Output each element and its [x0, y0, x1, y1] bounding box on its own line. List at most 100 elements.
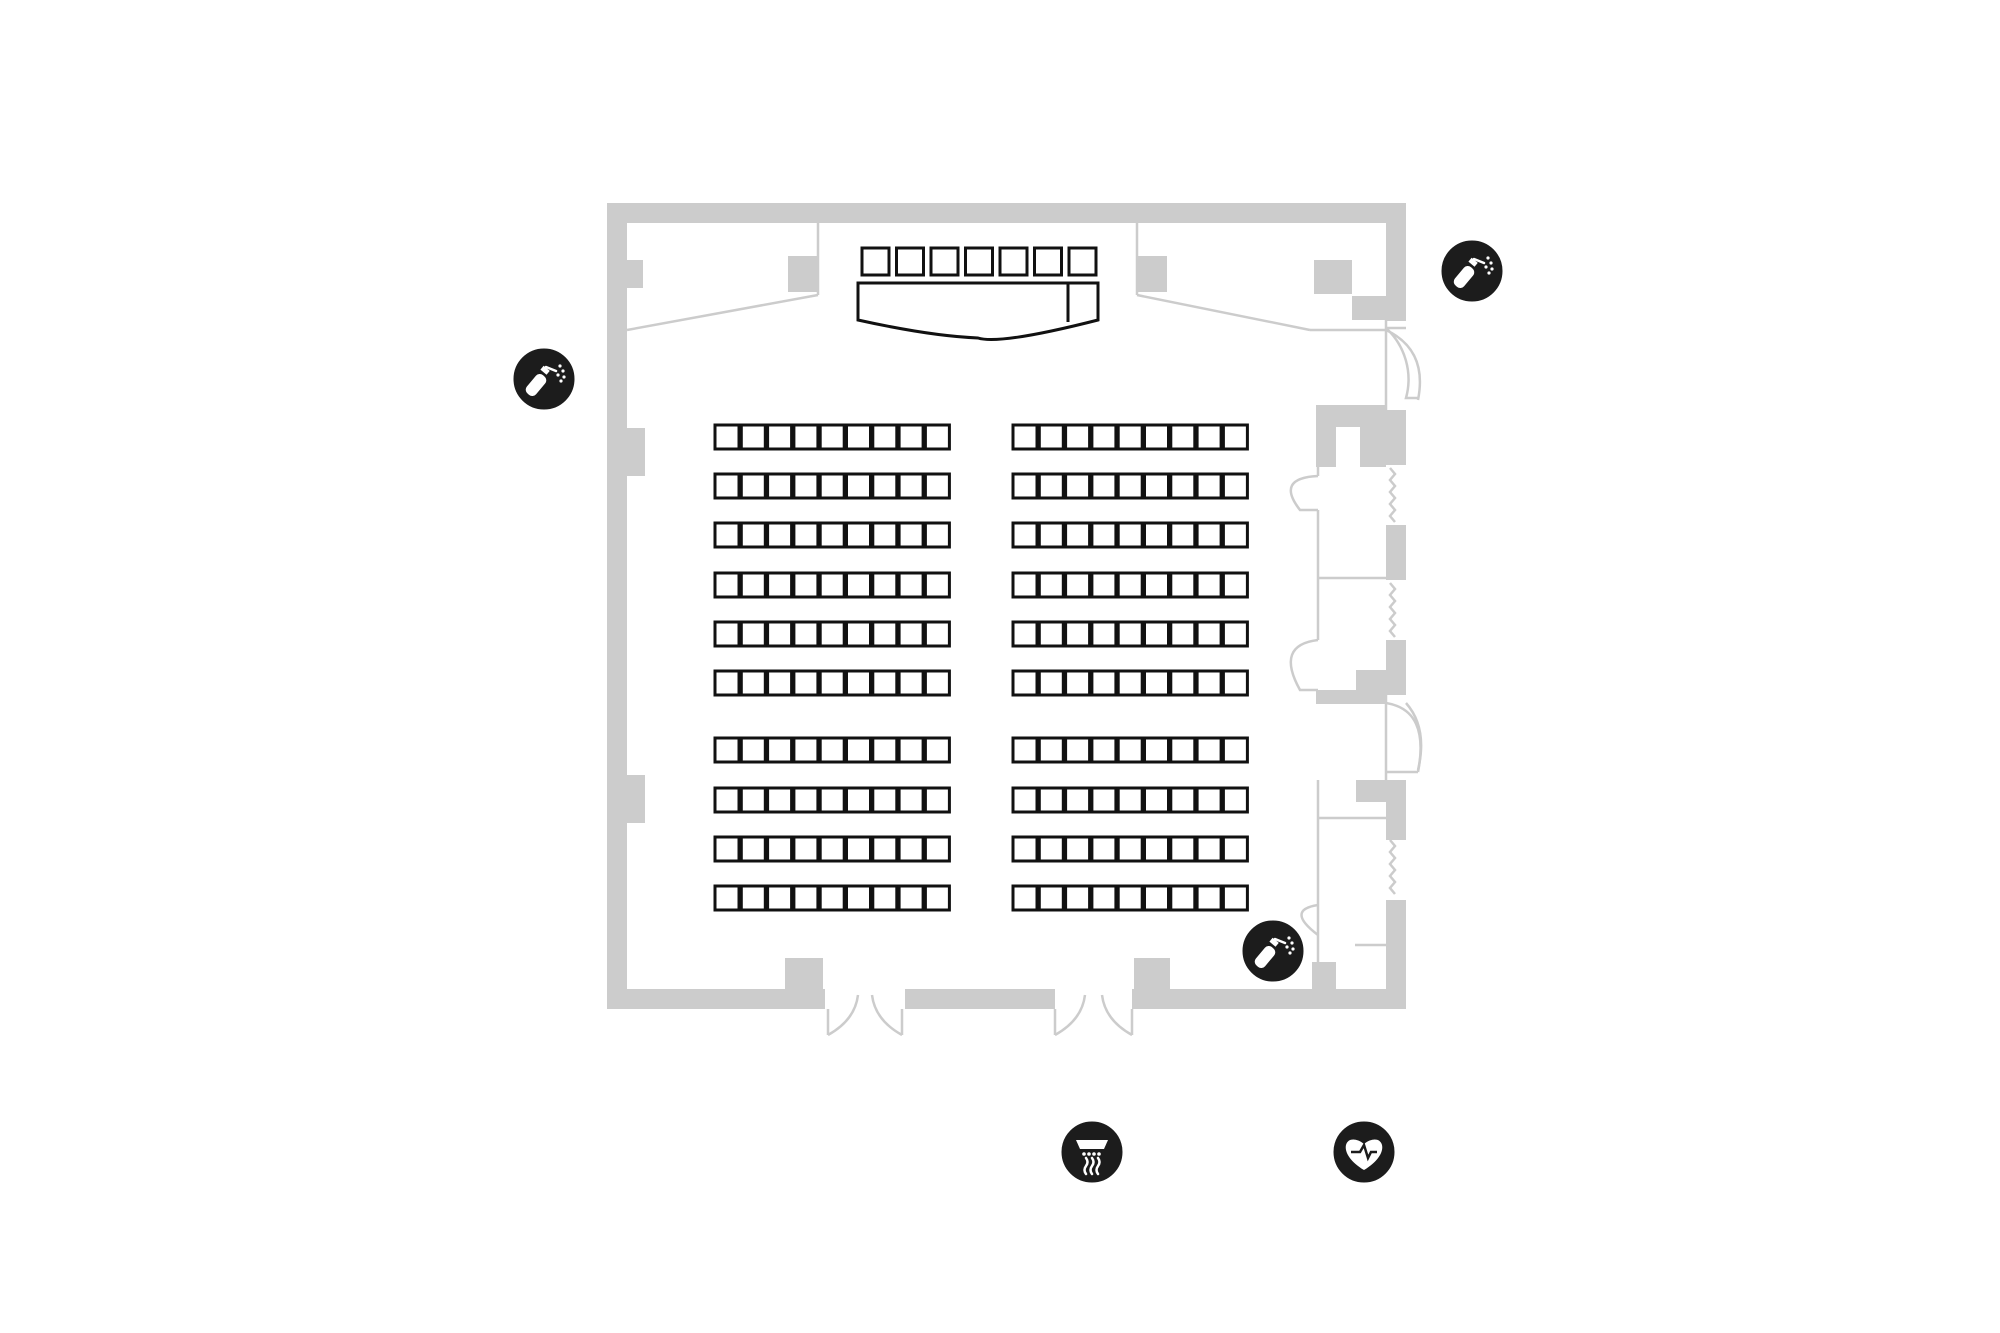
seat: [923, 521, 951, 549]
seat: [1064, 884, 1092, 912]
seat: [766, 571, 794, 599]
seat: [871, 423, 899, 451]
seat: [1143, 472, 1170, 500]
seat: [1011, 786, 1039, 814]
seat: [792, 571, 820, 599]
seat: [766, 521, 794, 549]
seat: [923, 571, 951, 599]
seat: [1011, 835, 1039, 863]
presenter-table: [856, 281, 1100, 341]
seat: [1169, 884, 1197, 912]
column: [1316, 405, 1386, 427]
seat: [713, 835, 741, 863]
seat-row: [713, 786, 951, 814]
wall-right-seg3: [1386, 640, 1406, 695]
seat: [818, 736, 846, 764]
seat: [1169, 521, 1197, 549]
seat: [1143, 423, 1170, 451]
seat: [1143, 521, 1170, 549]
seat: [1143, 620, 1170, 648]
seat: [860, 246, 891, 277]
fire-extinguisher-icon: [510, 345, 578, 413]
seat-row: [713, 736, 951, 764]
seat: [895, 246, 925, 277]
seat-row: [713, 423, 951, 451]
column: [785, 958, 823, 990]
seat: [929, 246, 960, 277]
seat: [1116, 835, 1144, 863]
outer-walls: [607, 203, 1406, 1009]
seat: [713, 423, 741, 451]
seat: [1221, 835, 1249, 863]
seat: [1195, 736, 1223, 764]
column: [1316, 427, 1336, 467]
wall-right-seg4: [1386, 780, 1406, 840]
seat: [1143, 669, 1170, 697]
seat-row: [713, 571, 951, 599]
seat: [1195, 669, 1223, 697]
seat: [818, 884, 846, 912]
column: [1352, 296, 1386, 320]
seat-row: [713, 884, 951, 912]
seat: [1037, 835, 1065, 863]
seat-row: [713, 521, 951, 549]
seat: [1090, 669, 1118, 697]
seat: [1037, 620, 1065, 648]
fire-extinguisher-icon: [1239, 917, 1307, 985]
seat: [1116, 423, 1144, 451]
column: [1137, 256, 1167, 292]
seat: [792, 884, 820, 912]
seat: [766, 736, 794, 764]
seat: [1221, 521, 1249, 549]
seat: [739, 472, 767, 500]
seat: [1221, 669, 1249, 697]
seat: [1037, 472, 1065, 500]
seat: [1116, 736, 1144, 764]
seat: [923, 736, 951, 764]
seat: [739, 786, 767, 814]
seat: [897, 620, 925, 648]
seat-row: [1011, 571, 1249, 599]
seat: [1011, 884, 1039, 912]
seat: [897, 521, 925, 549]
seat: [1169, 423, 1197, 451]
seat: [1195, 835, 1223, 863]
seat-row: [713, 835, 951, 863]
seat: [964, 246, 994, 277]
seat-row: [1011, 521, 1249, 549]
wall-bottom-mid: [905, 989, 1055, 1009]
columns: [627, 256, 1386, 990]
seat: [998, 246, 1029, 277]
seat: [897, 423, 925, 451]
seat: [1143, 786, 1170, 814]
seat: [1169, 669, 1197, 697]
seat: [845, 884, 872, 912]
seat: [792, 736, 820, 764]
seat: [766, 423, 794, 451]
seat: [713, 736, 741, 764]
seat: [1116, 472, 1144, 500]
seat: [1037, 571, 1065, 599]
seat: [923, 423, 951, 451]
seat-row: [1011, 786, 1249, 814]
seat: [1064, 835, 1092, 863]
seat: [871, 835, 899, 863]
seat: [1221, 884, 1249, 912]
seat: [1011, 571, 1039, 599]
column: [1316, 690, 1386, 704]
seat: [1064, 521, 1092, 549]
seat: [792, 521, 820, 549]
seat: [1195, 620, 1223, 648]
seat: [792, 472, 820, 500]
seat: [818, 571, 846, 599]
seat: [923, 835, 951, 863]
seat: [1169, 835, 1197, 863]
seat: [1195, 521, 1223, 549]
seat: [1169, 472, 1197, 500]
seat: [1143, 736, 1170, 764]
seat: [871, 620, 899, 648]
seat: [766, 669, 794, 697]
seat: [1195, 786, 1223, 814]
front-table-seats: [860, 246, 1098, 277]
